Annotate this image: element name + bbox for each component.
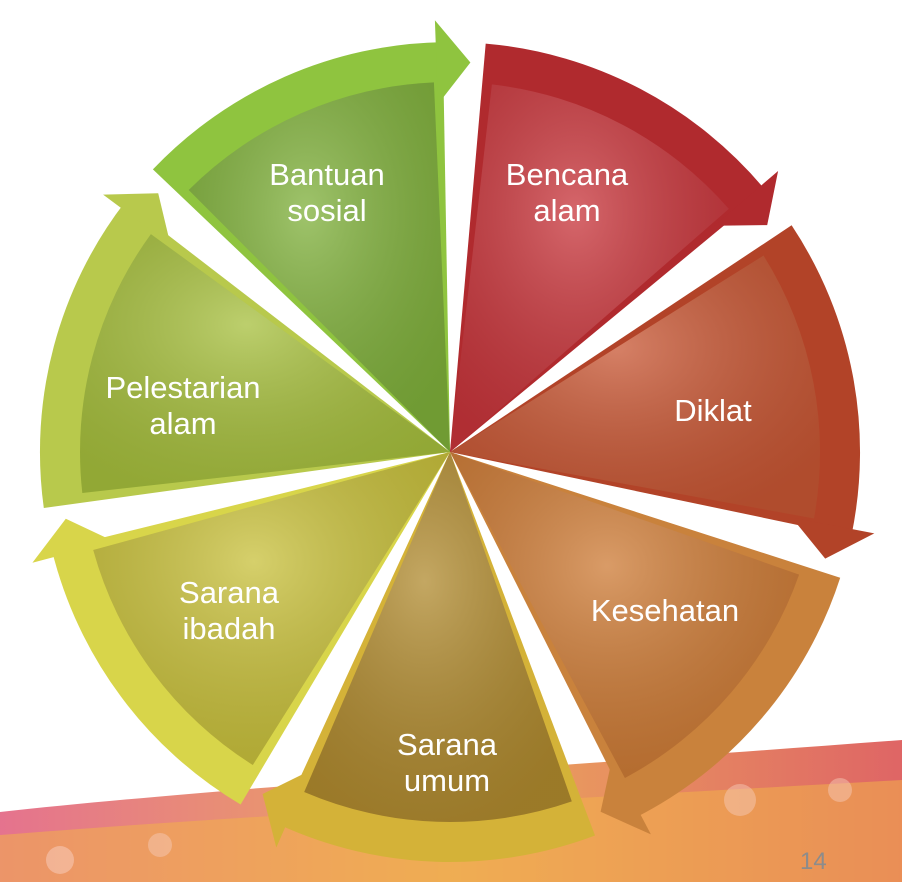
segment-arrow-head: [791, 517, 875, 559]
segment-arrow-head: [262, 770, 310, 848]
segment-arrow-head: [600, 760, 651, 835]
segment-arrow-head: [32, 518, 114, 563]
segment-1: [450, 43, 779, 453]
segment-6: [39, 193, 450, 508]
segment-7: [152, 20, 471, 453]
cycle-diagram: [32, 20, 875, 862]
segment-label-3: Kesehatan: [591, 593, 739, 628]
segment-3: [450, 452, 841, 835]
segment-4: [262, 452, 595, 862]
segment-5: [32, 452, 451, 805]
segment-arrow-head: [434, 20, 471, 105]
segment-arrow-head: [714, 171, 779, 226]
page-number: 14: [800, 848, 827, 875]
segment-arrow-head: [103, 193, 171, 245]
segment-label-2: Diklat: [674, 393, 752, 428]
segment-2: [450, 225, 875, 559]
